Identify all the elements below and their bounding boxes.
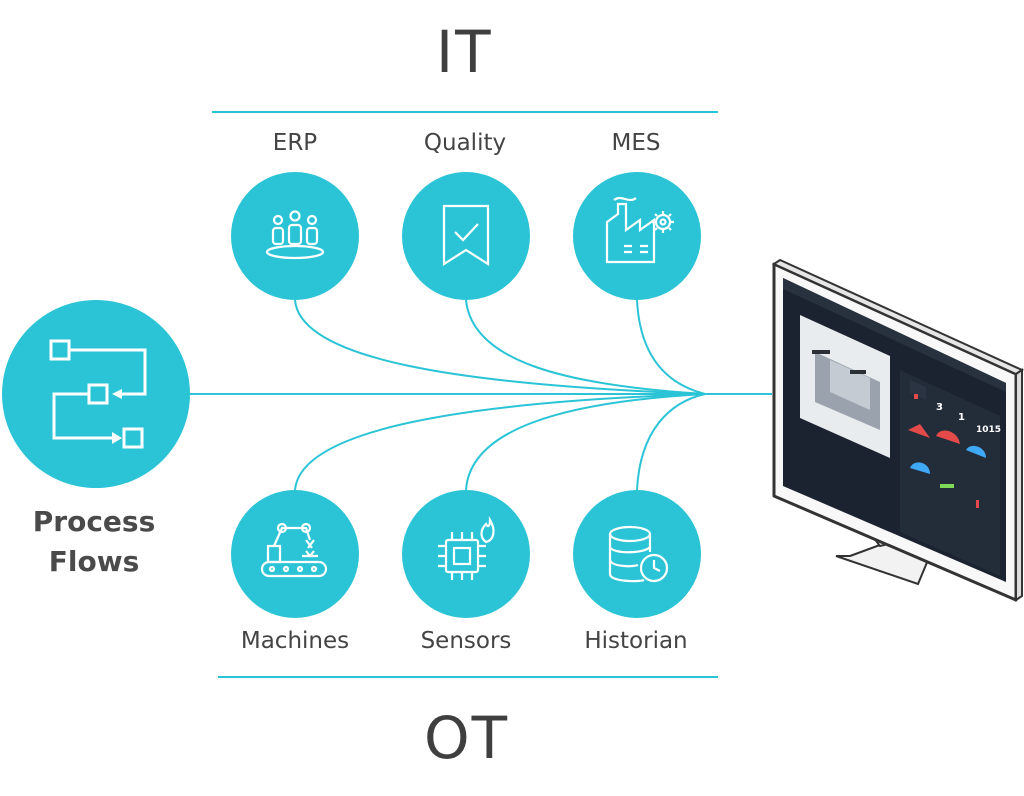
robot-arm-icon xyxy=(260,522,328,578)
it-heading: IT xyxy=(436,18,493,86)
process-flows-label: Process Flows xyxy=(0,502,194,582)
machines-label: Machines xyxy=(240,628,350,654)
historian-label: Historian xyxy=(584,628,688,654)
historian-node[interactable] xyxy=(573,490,701,618)
connector-erp xyxy=(294,299,706,395)
process-flows-node xyxy=(2,300,190,488)
mes-label: MES xyxy=(611,130,661,156)
ot-divider xyxy=(218,676,718,678)
connector-sensors xyxy=(465,393,706,491)
sensors-label: Sensors xyxy=(420,628,512,654)
flowchart-icon xyxy=(49,339,147,449)
machines-node[interactable] xyxy=(231,490,359,618)
monitor-dashboard-icon xyxy=(771,258,1024,602)
readout-3: 1015 xyxy=(976,425,1001,435)
erp-label: ERP xyxy=(272,130,318,156)
factory-gear-icon xyxy=(605,196,674,264)
sensors-node[interactable] xyxy=(402,490,530,618)
process-flows-label-line2: Flows xyxy=(48,545,140,578)
connectors xyxy=(190,299,772,491)
mes-node[interactable] xyxy=(573,172,701,300)
people-group-icon xyxy=(265,210,325,260)
readout-1: 3 xyxy=(936,402,943,413)
readout-2: 1 xyxy=(958,412,965,423)
connector-machines xyxy=(294,393,706,491)
ot-heading: OT xyxy=(424,704,510,772)
connector-historian xyxy=(636,393,706,491)
quality-node[interactable] xyxy=(402,172,530,300)
database-clock-icon xyxy=(608,525,669,583)
connector-quality xyxy=(465,299,706,395)
it-divider xyxy=(212,111,718,113)
erp-node[interactable] xyxy=(231,172,359,300)
connector-mes xyxy=(636,299,706,395)
process-flows-label-line1: Process xyxy=(32,505,156,538)
bookmark-check-icon xyxy=(442,204,490,267)
quality-label: Quality xyxy=(423,130,507,156)
chip-sensor-icon xyxy=(438,516,495,580)
